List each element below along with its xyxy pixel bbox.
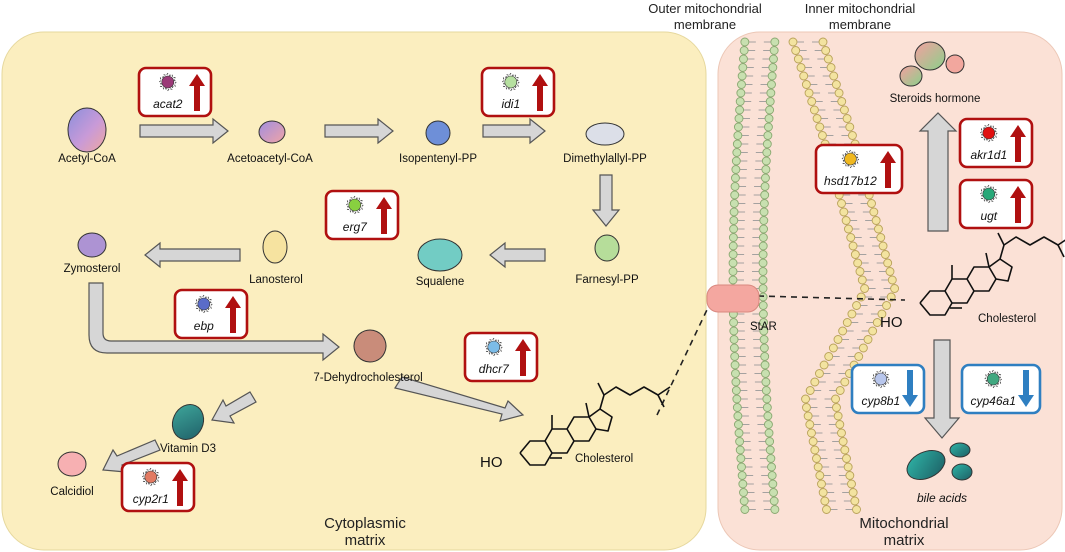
up-arrow-icon — [880, 151, 896, 188]
arrow-zymosterol-to-dehydrocholesterol — [88, 282, 340, 362]
dimethylallyl-pp-molecule — [585, 122, 625, 146]
steroid-molecule-medium — [899, 65, 923, 87]
gene-boxes: acat2 idi1 erg7 ebp dhcr7 cyp2r1 hsd17b12 akr1d… — [120, 66, 1042, 513]
cholesterol-mito-label: Cholesterol — [978, 313, 1036, 325]
gene-label-hsd17b12: hsd17b12 — [824, 174, 877, 188]
arrow-dehydro-to-vitd3 — [211, 391, 257, 424]
transport-dashed-line — [656, 294, 715, 416]
gene-box-ebp: ebp — [173, 288, 249, 340]
vitamin-d3-molecule — [171, 403, 205, 441]
vitamin-d3-label: Vitamin D3 — [160, 443, 216, 455]
lanosterol-label: Lanosterol — [249, 274, 303, 286]
zymosterol-molecule — [77, 232, 107, 258]
arrow-farnesyl-to-squalene — [489, 241, 546, 269]
cytoplasm-label-2: matrix — [345, 532, 386, 549]
squalene-molecule — [417, 238, 463, 272]
outer-membrane-label-2: membrane — [674, 17, 736, 32]
cytoplasm-region — [1, 31, 707, 551]
dimethylallyl-pp-label: Dimethylallyl-PP — [563, 153, 647, 165]
cholesterol-cyto-label: Cholesterol — [575, 453, 633, 465]
up-arrow-icon — [376, 197, 392, 234]
acetoacetyl-coa-molecule — [258, 120, 286, 144]
transport-dashed-line-2 — [757, 295, 906, 301]
gene-box-idi1: idi1 — [480, 66, 556, 118]
gene-box-dhcr7: dhcr7 — [463, 331, 539, 383]
lanosterol-molecule — [262, 230, 288, 264]
cholesterol-cyto-ho: HO — [480, 454, 503, 471]
cytoplasm-label-1: Cytoplasmic — [324, 515, 406, 532]
steroid-molecule-small — [945, 54, 965, 74]
arrow-cholesterol-to-bile-acids — [923, 339, 961, 439]
isopentenyl-pp-molecule — [425, 120, 451, 146]
up-arrow-icon — [1010, 186, 1026, 223]
gene-box-acat2: acat2 — [137, 66, 213, 118]
acetyl-coa-molecule — [67, 107, 107, 153]
gene-box-cyp2r1: cyp2r1 — [120, 461, 196, 513]
dehydrocholesterol-label: 7-Dehydrocholesterol — [313, 372, 422, 384]
mito-label-2: matrix — [884, 532, 925, 549]
acetyl-coa-label: Acetyl-CoA — [58, 153, 116, 165]
zymosterol-label: Zymosterol — [64, 263, 121, 275]
up-arrow-icon — [515, 339, 531, 376]
gene-label-dhcr7: dhcr7 — [479, 362, 510, 376]
bile-acid-molecule-3 — [951, 463, 973, 481]
outer-membrane-label-1: Outer mitochondrial — [648, 1, 762, 16]
star-protein — [706, 284, 760, 313]
gene-box-ugt: ugt — [958, 178, 1034, 230]
arrow-acetoacetyl-to-isopentenyl — [324, 117, 394, 145]
arrow-isopentenyl-to-dimethylallyl — [482, 117, 546, 145]
pathway-arrows — [88, 112, 961, 473]
cholesterol-structure-cytoplasm — [519, 382, 671, 466]
up-arrow-icon — [225, 296, 241, 333]
gene-box-hsd17b12: hsd17b12 — [814, 143, 904, 195]
gene-box-akr1d1: akr1d1 — [958, 117, 1034, 169]
gene-label-erg7: erg7 — [343, 220, 368, 234]
cholesterol-structure-mito — [919, 232, 1065, 316]
gene-box-erg7: erg7 — [324, 189, 400, 241]
arrow-vitd3-to-calcidiol — [102, 439, 161, 473]
gene-label-cyp8b1: cyp8b1 — [861, 394, 900, 408]
gene-label-idi1: idi1 — [501, 97, 520, 111]
gene-box-cyp46a1: cyp46a1 — [960, 363, 1042, 415]
arrow-lanosterol-to-zymosterol — [144, 241, 241, 269]
farnesyl-pp-molecule — [594, 234, 620, 262]
bile-acid-molecule-1 — [906, 449, 946, 481]
up-arrow-icon — [532, 74, 548, 111]
farnesyl-pp-label: Farnesyl-PP — [575, 274, 639, 286]
gene-label-acat2: acat2 — [153, 97, 183, 111]
up-arrow-icon — [172, 469, 188, 506]
calcidiol-label: Calcidiol — [50, 486, 93, 498]
arrow-cholesterol-to-steroids — [918, 112, 958, 232]
squalene-label: Squalene — [416, 276, 465, 288]
up-arrow-icon — [189, 74, 205, 111]
inner-membrane-label-2: membrane — [829, 17, 891, 32]
steroid-molecule-large — [914, 41, 946, 71]
arrow-dehydro-to-cholesterol — [394, 376, 525, 422]
gene-box-cyp8b1: cyp8b1 — [850, 363, 926, 415]
cholesterol-mito-ho: HO — [880, 314, 903, 331]
isopentenyl-pp-label: Isopentenyl-PP — [399, 153, 477, 165]
bile-acids-label: bile acids — [917, 491, 967, 505]
down-arrow-icon — [1018, 370, 1034, 407]
gene-label-cyp46a1: cyp46a1 — [971, 394, 1016, 408]
up-arrow-icon — [1010, 125, 1026, 162]
arrow-dimethylallyl-to-farnesyl — [591, 174, 621, 227]
arrow-acetyl-to-acetoacetyl — [139, 117, 229, 145]
gene-label-akr1d1: akr1d1 — [970, 148, 1007, 162]
down-arrow-icon — [902, 370, 918, 407]
star-label: StAR — [750, 321, 777, 333]
gene-label-ugt: ugt — [980, 209, 997, 223]
calcidiol-molecule — [57, 451, 87, 477]
acetoacetyl-coa-label: Acetoacetyl-CoA — [227, 153, 313, 165]
dehydrocholesterol-molecule — [353, 329, 387, 363]
gene-label-cyp2r1: cyp2r1 — [133, 492, 169, 506]
steroids-hormone-label: Steroids hormone — [890, 93, 981, 105]
bile-acid-molecule-2 — [949, 442, 971, 458]
mito-label-1: Mitochondrial — [859, 515, 948, 532]
gene-label-ebp: ebp — [194, 319, 214, 333]
inner-membrane-label-1: Inner mitochondrial — [805, 1, 916, 16]
